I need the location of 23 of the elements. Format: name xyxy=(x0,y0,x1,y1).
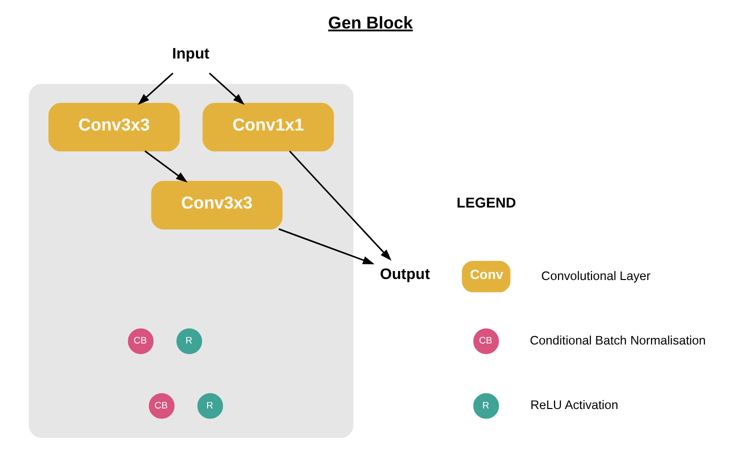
node-circle: CB xyxy=(148,393,174,419)
node-text: Input xyxy=(172,45,209,62)
diagram-title: Gen Block xyxy=(328,14,412,33)
arrow xyxy=(288,150,391,261)
node-text: Output xyxy=(380,266,430,284)
arrow xyxy=(137,72,173,105)
node-circle: R xyxy=(472,393,498,419)
label: LEGEND xyxy=(456,196,516,212)
node-circle: CB xyxy=(127,328,154,354)
node-circle: CB xyxy=(472,328,498,354)
arrow xyxy=(144,150,188,183)
node-label: ReLU Activation xyxy=(530,398,618,412)
node-circle: R xyxy=(196,393,223,419)
arrow xyxy=(278,228,374,264)
arrow xyxy=(208,72,244,105)
node-circle: R xyxy=(176,328,202,354)
node-box: Conv3x3 xyxy=(150,180,282,230)
node-box: Conv xyxy=(461,260,510,292)
cluster xyxy=(28,84,353,438)
node-box: Conv1x1 xyxy=(202,102,334,152)
node-label: Conditional Batch Normalisation xyxy=(529,333,706,348)
node-label: Convolutional Layer xyxy=(540,268,650,283)
node-box: Conv3x3 xyxy=(48,102,180,152)
